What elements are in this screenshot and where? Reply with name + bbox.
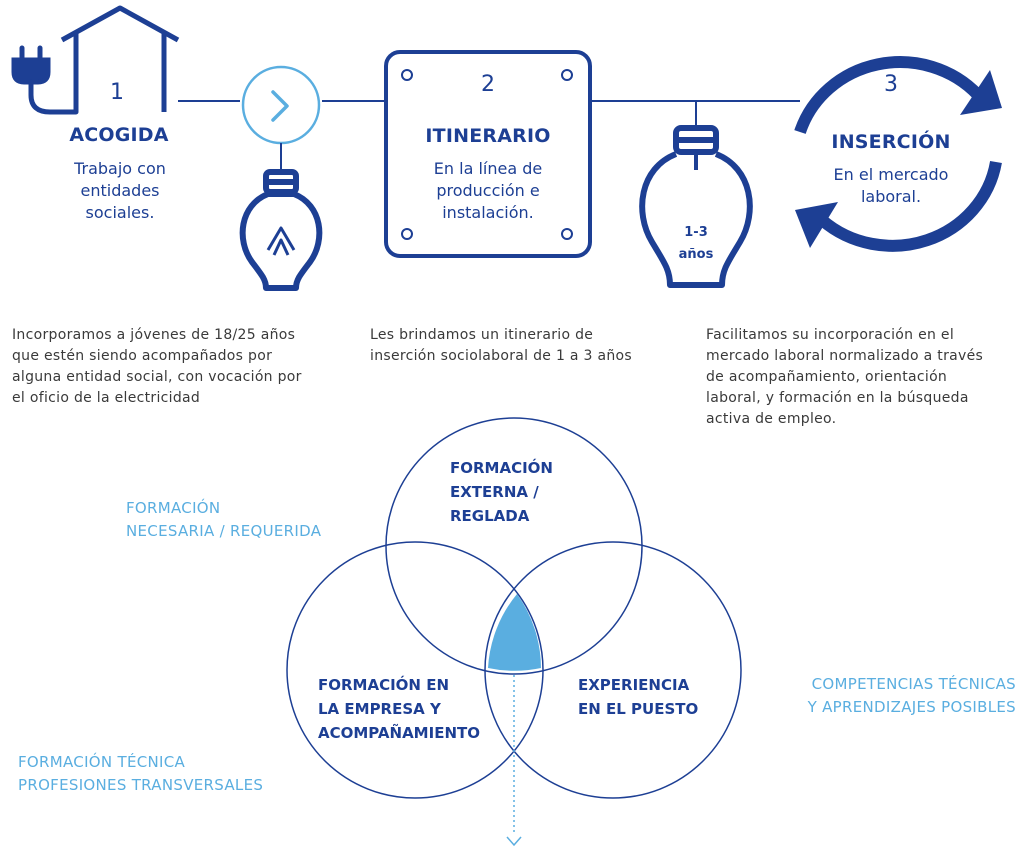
house-icon [60, 5, 180, 112]
venn-label-top: FORMACIÓN EXTERNA / REGLADA [450, 459, 553, 525]
step-1-title: ACOGIDA [69, 124, 169, 146]
side-label-bottom-left: FORMACIÓN TÉCNICA PROFESIONES TRANSVERSA… [18, 753, 264, 794]
panel-icon [384, 50, 592, 258]
description-acogida: Incorporamos a jóvenes de 18/25 años que… [12, 327, 302, 406]
side-label-right: COMPETENCIAS TÉCNICAS Y APRENDIZAJES POS… [807, 675, 1016, 716]
step-3-subtitle: En el mercado laboral. [833, 165, 949, 206]
step-1-number: 1 [110, 80, 124, 105]
venn-circle-left [286, 541, 544, 799]
venn-diagram [286, 417, 742, 799]
step-3-number: 3 [884, 72, 898, 97]
venn-label-right: EXPERIENCIA EN EL PUESTO [578, 676, 699, 718]
step-2-title: ITINERARIO [425, 125, 551, 147]
step-2-number: 2 [481, 72, 495, 97]
venn-label-left: FORMACIÓN EN LA EMPRESA Y ACOMPAÑAMIENTO [318, 676, 480, 742]
venn-circle-right [484, 541, 742, 799]
bulb-duration-label: 1-3 años [678, 225, 714, 262]
chevron-right-icon [241, 65, 321, 145]
side-label-top-left: FORMACIÓN NECESARIA / REQUERIDA [126, 499, 322, 540]
step-2-subtitle: En la línea de producción e instalación. [433, 159, 543, 222]
light-bulb-icon [639, 125, 753, 288]
step-1-subtitle: Trabajo con entidades sociales. [74, 159, 166, 222]
plug-icon [11, 45, 79, 115]
cycle-arrows-icon [794, 56, 1002, 252]
arrow-down-icon [506, 836, 522, 847]
light-bulb-icon [239, 169, 323, 291]
description-insercion: Facilitamos su incorporación en el merca… [706, 327, 984, 427]
description-itinerario: Les brindamos un itinerario de inserción… [370, 327, 633, 364]
step-3-title: INSERCIÓN [831, 131, 951, 153]
venn-intersection [488, 594, 541, 671]
